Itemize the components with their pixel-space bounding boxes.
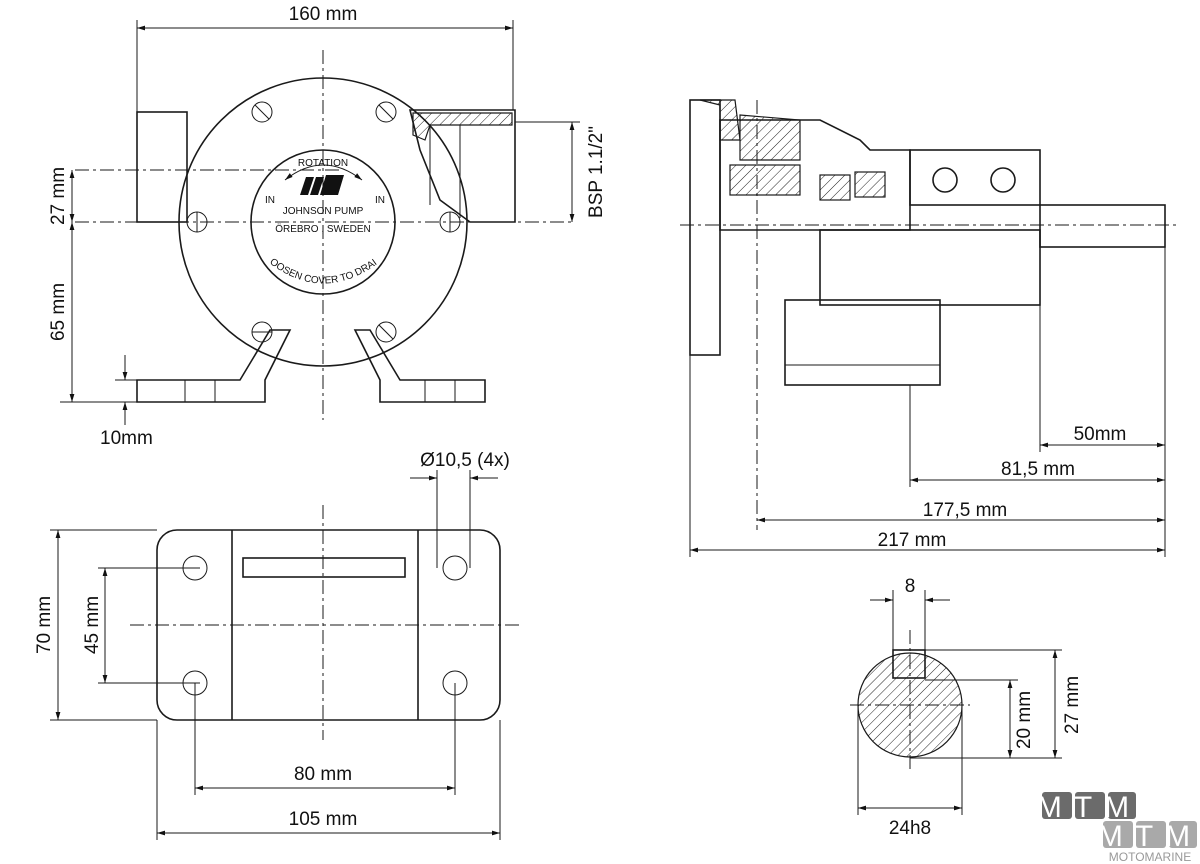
side-view: 50mm 81,5 mm 177,5 mm 217 mm xyxy=(680,99,1180,557)
shaft-20-dim: 20 mm xyxy=(1014,691,1035,749)
brand-label: JOHNSON PUMP xyxy=(283,206,364,217)
height-70-dim: 70 mm xyxy=(34,596,55,654)
shaft-diameter-dim: 24h8 xyxy=(889,818,931,839)
svg-text:MTM: MTM xyxy=(1098,820,1200,853)
location-label: ÖREBRO , SWEDEN xyxy=(275,223,371,235)
width-160-dim: 160 mm xyxy=(289,4,358,25)
front-view: ROTATION IN IN JOHNSON PUMP ÖREBRO , SWE… xyxy=(0,0,607,449)
shaft-section: 8 27 mm 20 mm 24h8 xyxy=(850,576,1083,839)
foot-10-dim: 10mm xyxy=(100,428,153,449)
mtm-watermark-logo: MTM MTM MOTOMARINE xyxy=(1037,791,1200,864)
rotation-label: ROTATION xyxy=(298,158,348,169)
drain-note: LOOSEN COVER TO DRAIN xyxy=(0,0,379,287)
bsp-port-dim: BSP 1.1/2" xyxy=(586,126,607,218)
height-65-dim: 65 mm xyxy=(48,283,69,341)
width-105-dim: 105 mm xyxy=(289,809,358,830)
hole-diameter-dim: Ø10,5 (4x) xyxy=(420,450,510,471)
in-left-label: IN xyxy=(265,195,275,206)
johnson-logo-icon xyxy=(300,175,344,195)
base-view: Ø10,5 (4x) 70 mm 45 mm 80 mm 105 mm xyxy=(34,450,520,840)
in-right-label: IN xyxy=(375,195,385,206)
length-217-dim: 217 mm xyxy=(878,530,947,551)
height-27-dim: 27 mm xyxy=(48,167,69,225)
length-177-5-dim: 177,5 mm xyxy=(923,500,1007,521)
hole-spacing-45-dim: 45 mm xyxy=(82,596,103,654)
motomarine-label: MOTOMARINE xyxy=(1109,850,1191,864)
svg-text:MTM: MTM xyxy=(1037,791,1141,824)
length-81-5-dim: 81,5 mm xyxy=(1001,459,1075,480)
hole-spacing-80-dim: 80 mm xyxy=(294,764,352,785)
key-width-dim: 8 xyxy=(905,576,916,597)
length-50-dim: 50mm xyxy=(1074,424,1127,445)
shaft-27-dim: 27 mm xyxy=(1062,676,1083,734)
